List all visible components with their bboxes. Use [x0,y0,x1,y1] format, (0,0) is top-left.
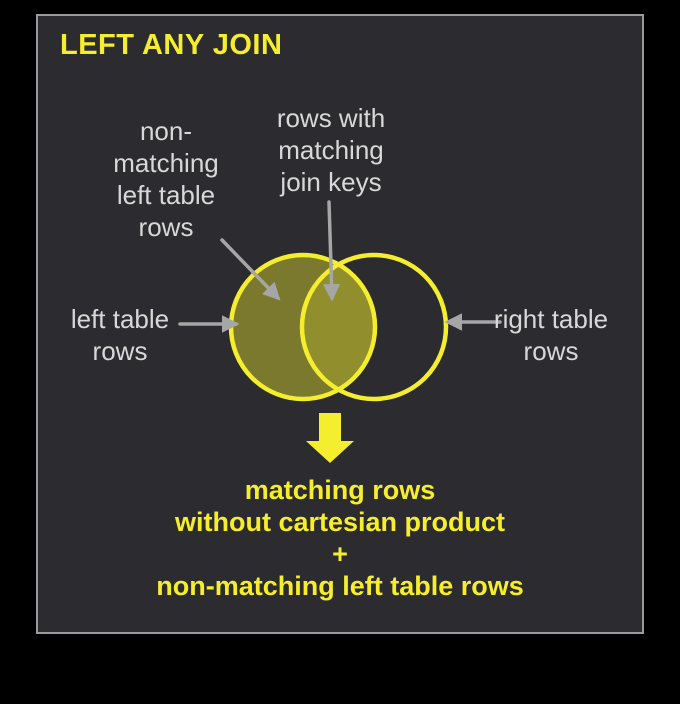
result-line-matching-rows: matching rows [244,475,436,505]
page-title: LEFT ANY JOIN [60,29,283,61]
label-matching-join-keys: rows with matching join keys [276,103,386,197]
label-right-table-rows: right table rows [493,304,609,366]
venn-diagram [178,200,502,463]
result-text: matching rows without cartesian product … [38,474,642,602]
diagram-panel: LEFT ANY JOIN non- [36,14,644,634]
label-non-matching-left-rows: non- matching left table rows [113,116,219,242]
label-left-table-rows: left table rows [70,304,170,366]
result-line-without-cartesian: without cartesian product [174,507,506,537]
result-line-non-matching: non-matching left table rows [156,571,524,601]
non-matching-pointer-arrow-icon [220,238,281,301]
down-arrow-icon [306,413,354,463]
matching-keys-pointer-arrow-icon [322,200,341,302]
result-line-plus: + [332,539,348,569]
